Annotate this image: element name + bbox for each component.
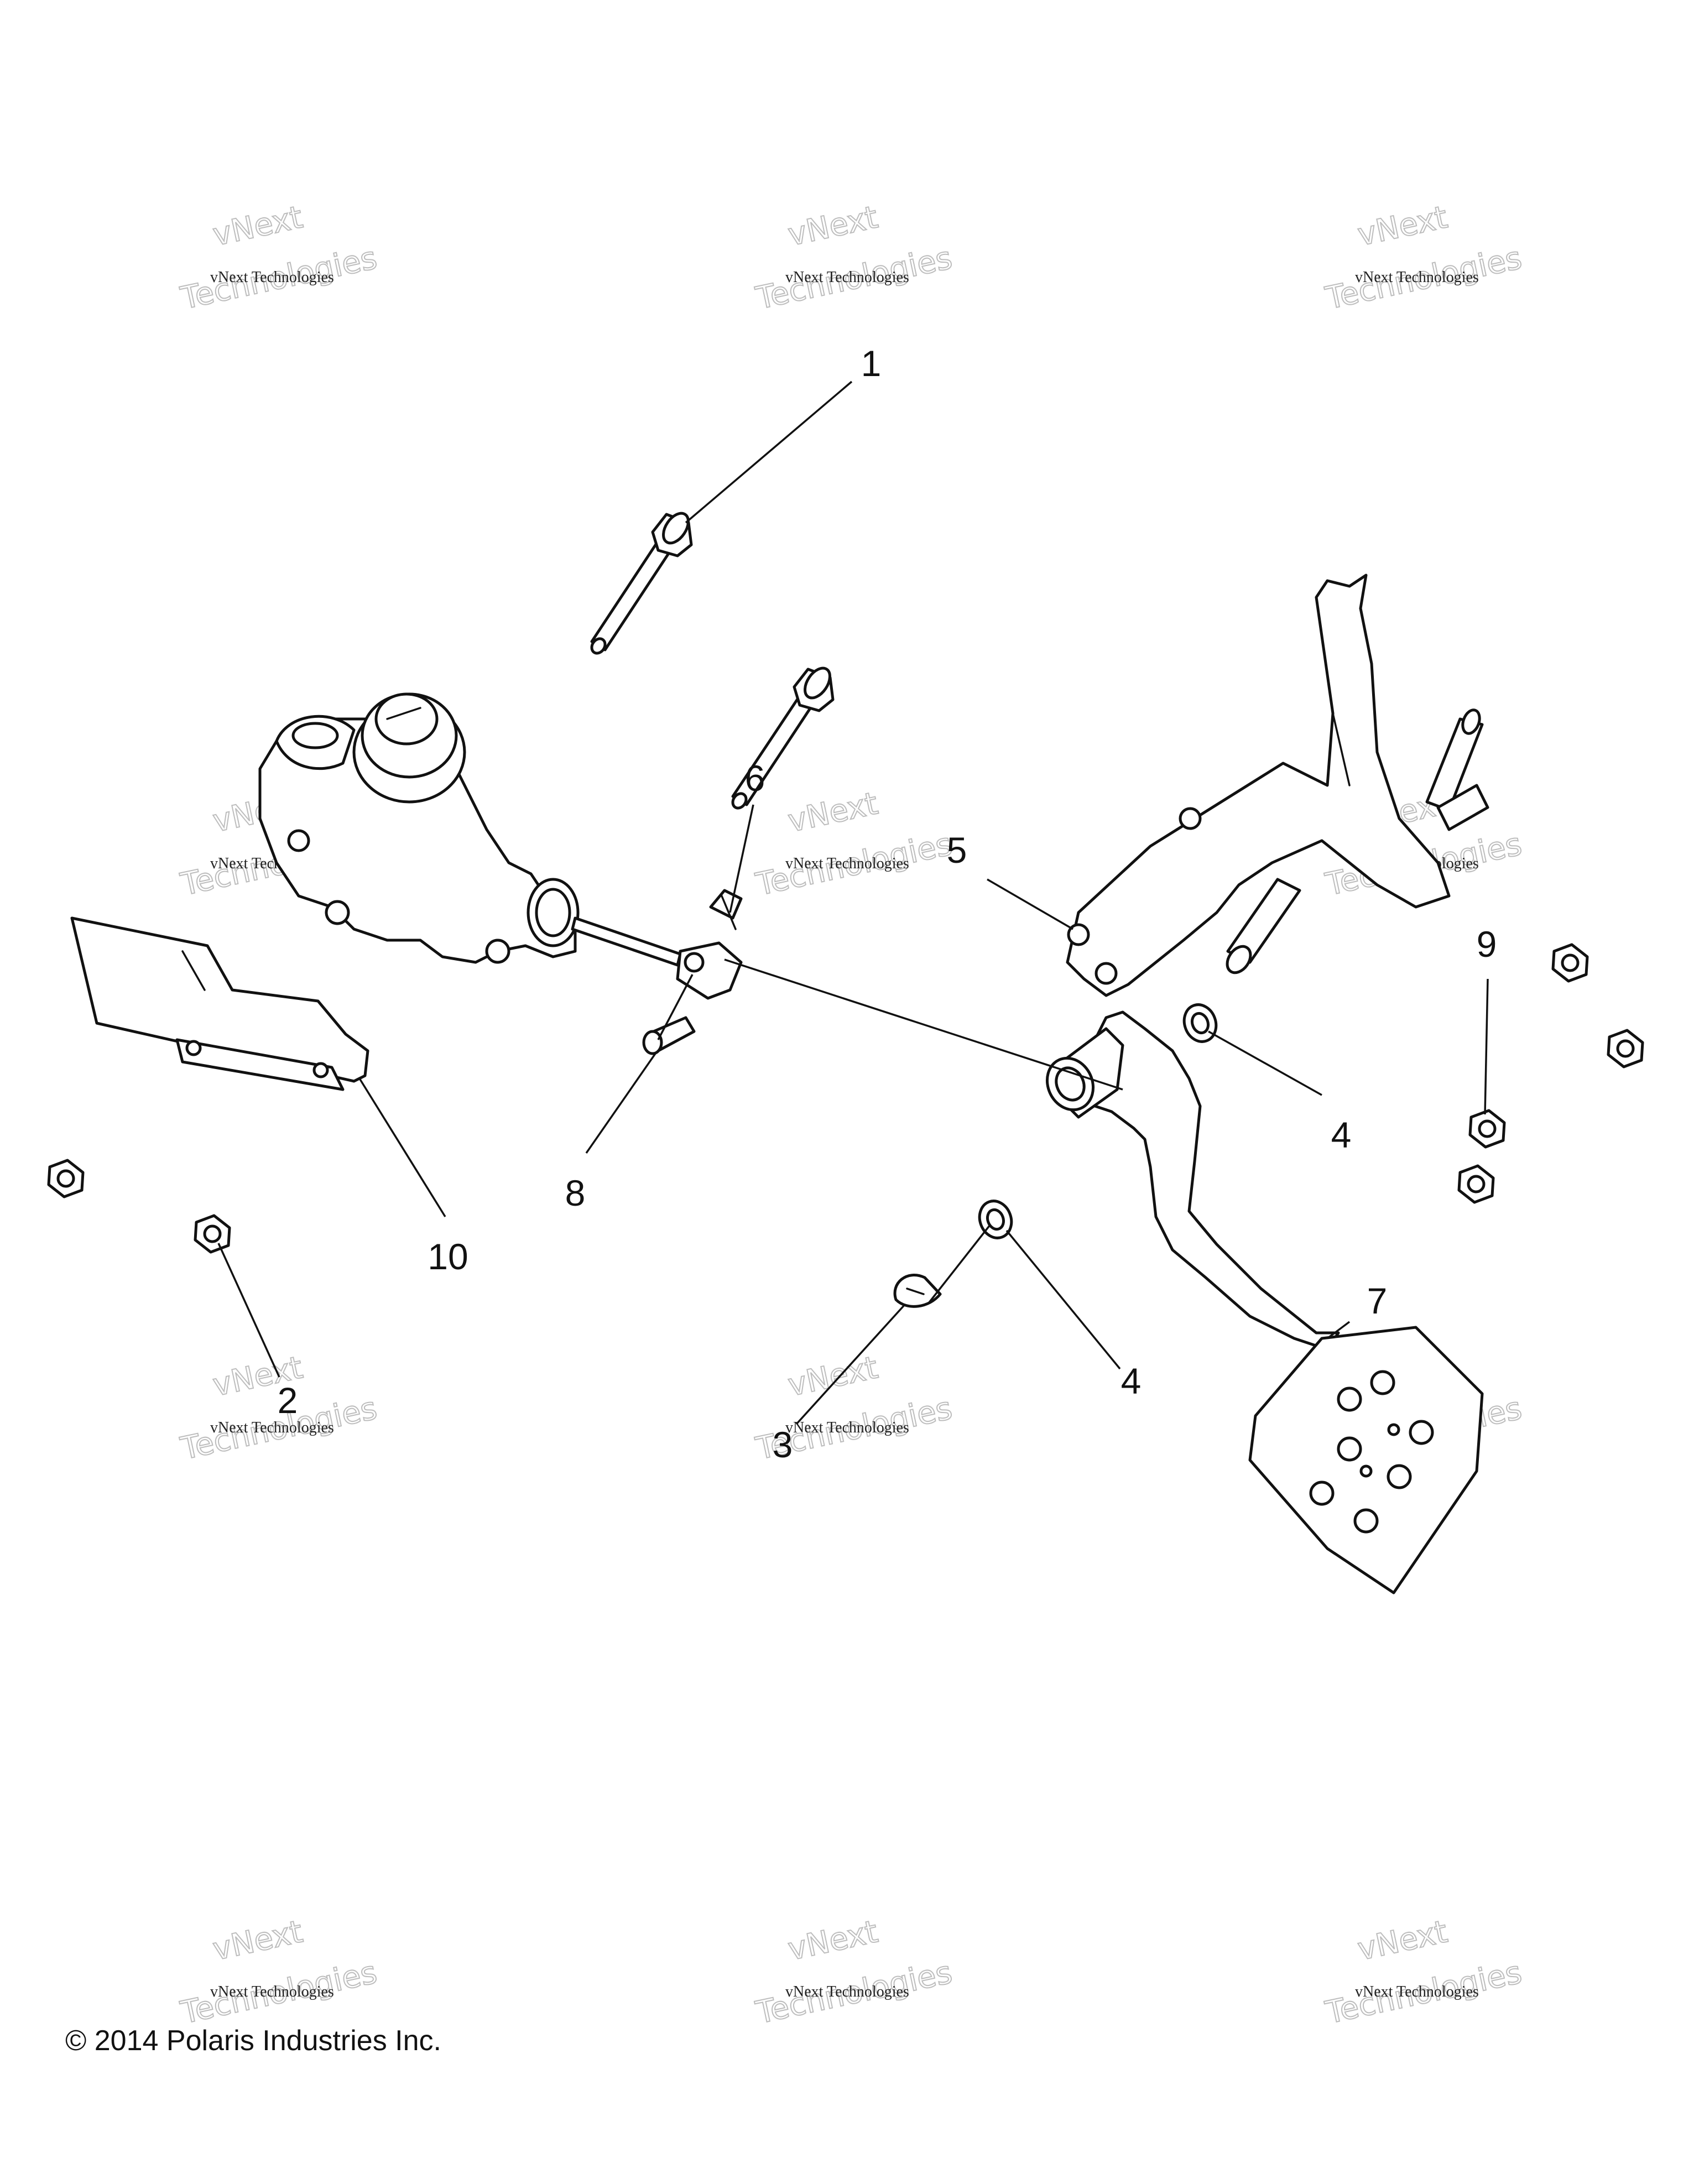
watermark-top-center: Technologies vNext vNext Technologies bbox=[752, 199, 956, 317]
shield-plate bbox=[70, 916, 369, 1091]
svg-text:vNext Technologies: vNext Technologies bbox=[785, 269, 909, 286]
watermark-bottom-left: Technologies vNext vNext Technologies bbox=[177, 1913, 381, 2031]
callout-2: 2 bbox=[278, 1380, 298, 1421]
watermark-top-right: Technologies vNext vNext Technologies bbox=[1322, 199, 1525, 317]
svg-text:vNext Technologies: vNext Technologies bbox=[785, 855, 909, 872]
brake-pedal bbox=[1045, 1010, 1484, 1594]
nut-9b bbox=[1468, 1109, 1506, 1149]
svg-text:vNext Technologies: vNext Technologies bbox=[785, 1983, 909, 2000]
clevis-pin bbox=[642, 1016, 696, 1055]
leader-lines bbox=[217, 380, 1489, 1425]
push-rod bbox=[571, 916, 743, 1000]
svg-text:vNext: vNext bbox=[1354, 1914, 1451, 1968]
svg-text:vNext Technologies: vNext Technologies bbox=[1355, 1983, 1479, 2000]
watermark-bottom-center: Technologies vNext vNext Technologies bbox=[752, 1913, 956, 2031]
svg-text:vNext: vNext bbox=[785, 1914, 881, 1968]
svg-text:vNext Technologies: vNext Technologies bbox=[210, 269, 334, 286]
copyright-notice: © 2014 Polaris Industries Inc. bbox=[65, 2025, 441, 2057]
svg-text:vNext: vNext bbox=[1354, 199, 1451, 253]
svg-text:vNext Technologies: vNext Technologies bbox=[1355, 269, 1479, 286]
callout-6: 6 bbox=[745, 758, 765, 799]
svg-text:vNext: vNext bbox=[785, 1349, 881, 1404]
callout-3: 3 bbox=[773, 1424, 793, 1465]
nut-2b bbox=[194, 1214, 231, 1254]
master-cylinder bbox=[258, 692, 580, 964]
nut-9d bbox=[1457, 1164, 1495, 1204]
cotter-pin bbox=[709, 889, 743, 930]
svg-text:vNext Technologies: vNext Technologies bbox=[210, 1419, 334, 1436]
pedal-pad-holes bbox=[1309, 1370, 1434, 1534]
callout-8: 8 bbox=[565, 1172, 586, 1213]
watermark-bottom-right: Technologies vNext vNext Technologies bbox=[1322, 1913, 1525, 2031]
svg-text:vNext: vNext bbox=[210, 1914, 306, 1968]
pedal-bracket bbox=[1066, 574, 1489, 997]
callout-4a: 4 bbox=[1331, 1114, 1352, 1155]
callout-7: 7 bbox=[1367, 1280, 1388, 1321]
nut-9c bbox=[1607, 1029, 1644, 1068]
nut-9a bbox=[1551, 943, 1589, 983]
svg-text:vNext Technologies: vNext Technologies bbox=[785, 1419, 909, 1436]
watermark-top-left: Technologies vNext vNext Technologies bbox=[177, 199, 381, 317]
bushing-4a bbox=[1182, 1003, 1218, 1043]
nut-2a bbox=[47, 1159, 85, 1198]
svg-text:vNext: vNext bbox=[785, 199, 881, 253]
callout-1: 1 bbox=[861, 343, 882, 384]
callout-5: 5 bbox=[947, 830, 967, 871]
e-clip bbox=[893, 1274, 942, 1308]
callout-4b: 4 bbox=[1121, 1361, 1142, 1401]
watermark-low-left: Technologies vNext vNext Technologies bbox=[177, 1349, 381, 1467]
svg-text:vNext: vNext bbox=[785, 785, 881, 840]
bolt-1b bbox=[731, 666, 835, 810]
callout-9: 9 bbox=[1477, 924, 1497, 965]
svg-text:vNext Technologies: vNext Technologies bbox=[210, 1983, 334, 2000]
svg-text:vNext: vNext bbox=[210, 199, 306, 253]
watermark-mid-center: Technologies vNext vNext Technologies bbox=[752, 785, 956, 903]
callout-10: 10 bbox=[428, 1236, 468, 1277]
bolt-1a bbox=[590, 512, 693, 655]
